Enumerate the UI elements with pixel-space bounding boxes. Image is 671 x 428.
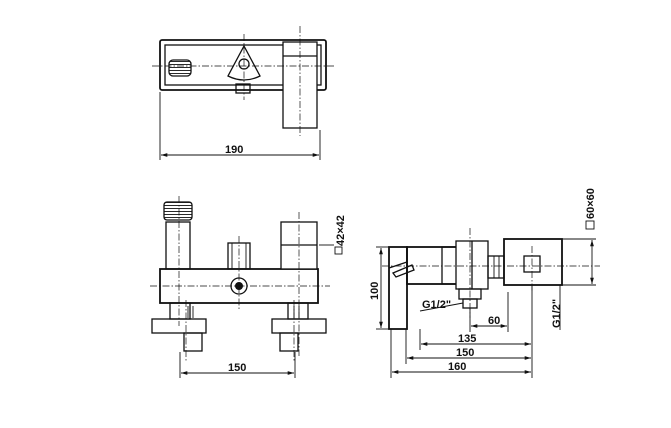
- side-dimension-160: 160: [448, 361, 466, 373]
- side-view: 100 G1/2" G1/2" 60×60 60 135 150 160: [369, 188, 600, 378]
- side-dimension-135: 135: [458, 333, 476, 345]
- front-square-size: 42×42: [335, 215, 347, 246]
- top-view: 190: [152, 26, 334, 160]
- front-dimension-150: 150: [228, 362, 246, 374]
- dimension-190: 190: [225, 144, 243, 156]
- side-dimension-150: 150: [456, 347, 474, 359]
- outlet-knurl: [163, 201, 193, 221]
- side-thread-inlet: G1/2": [422, 299, 451, 311]
- front-view: 42×42 150: [150, 196, 347, 378]
- side-thread-outlet: G1/2": [551, 299, 563, 328]
- side-dimension-60: 60: [488, 315, 500, 327]
- side-dimension-100: 100: [369, 282, 381, 300]
- outlet-knob: [168, 59, 192, 77]
- side-square-size: 60×60: [585, 188, 597, 219]
